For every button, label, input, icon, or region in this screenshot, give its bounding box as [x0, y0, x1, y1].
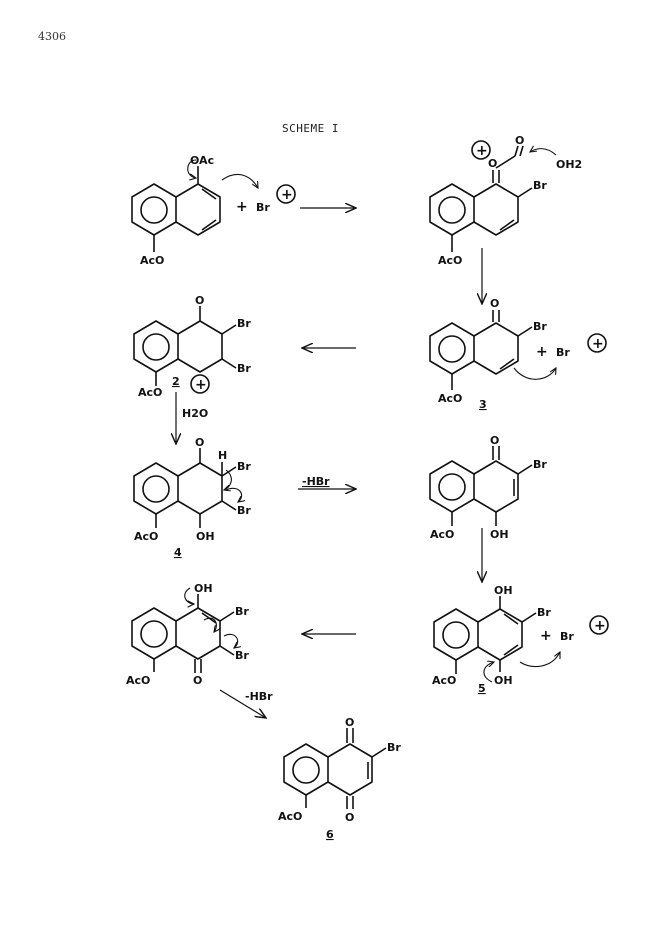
- label-br: Br: [387, 741, 401, 754]
- label-br: Br: [237, 317, 251, 330]
- structure-9: O Br AcO O 6: [278, 716, 401, 841]
- label-o: O: [345, 716, 354, 729]
- label-bromine: Br: [560, 630, 574, 643]
- label-oac: OAc: [190, 154, 214, 167]
- label-aco: AcO: [126, 674, 150, 687]
- label-br: Br: [237, 362, 251, 375]
- svg-text:O: O: [515, 134, 524, 147]
- structure-3: O Br AcO + Br + 3: [429, 297, 607, 411]
- label-o: O: [195, 294, 204, 307]
- label-br: Br: [533, 458, 547, 471]
- label-bromine: Br: [256, 201, 270, 214]
- label-br: Br: [237, 460, 251, 473]
- label-oh: OH: [490, 528, 509, 541]
- compound-number: 2: [172, 375, 180, 388]
- label-oh2: OH2: [556, 158, 582, 171]
- scheme-title: SCHEME I: [282, 122, 339, 135]
- structure-8: OH Br Br AcO O: [126, 582, 249, 687]
- label-aco: AcO: [438, 392, 462, 405]
- label-oh: OH: [194, 582, 213, 595]
- structure-6: O Br AcO OH: [429, 434, 547, 541]
- label-oh: OH: [494, 674, 513, 687]
- label-br: Br: [537, 606, 551, 619]
- label-o: O: [490, 297, 499, 310]
- arrow-diagonal: [219, 689, 266, 718]
- label-aco: AcO: [432, 674, 456, 687]
- label-br: Br: [235, 649, 249, 662]
- label-aco: AcO: [438, 254, 462, 267]
- compound-number: 6: [326, 828, 334, 841]
- label-br: Br: [237, 504, 251, 517]
- label-aco: AcO: [140, 254, 164, 267]
- label-o: O: [488, 157, 497, 170]
- svg-text:+: +: [540, 628, 552, 644]
- label-aco: AcO: [138, 386, 162, 399]
- reagent-h2o: H2O: [182, 407, 208, 420]
- label-aco: AcO: [134, 530, 158, 543]
- label-o: O: [345, 811, 354, 824]
- label-h: H: [218, 449, 227, 462]
- charge-plus: +: [592, 336, 604, 352]
- label-br: Br: [235, 605, 249, 618]
- svg-text:+: +: [536, 344, 548, 360]
- label-oh: OH: [494, 584, 513, 597]
- label-oh: OH: [196, 530, 215, 543]
- label-aco: AcO: [278, 810, 302, 823]
- label-bromine: Br: [556, 346, 570, 359]
- structure-2: O O Br AcO OH2 +: [429, 134, 582, 267]
- charge-plus: +: [476, 143, 488, 159]
- label-o: O: [195, 436, 204, 449]
- charge-plus: +: [594, 618, 606, 634]
- label-aco: AcO: [430, 528, 454, 541]
- compound-number: 5: [478, 682, 486, 695]
- label-br: Br: [533, 179, 547, 192]
- svg-text:+: +: [236, 199, 248, 215]
- charge-plus: +: [195, 377, 207, 393]
- reagent-minus-hbr: -HBr: [302, 475, 330, 488]
- reagent-minus-hbr: -HBr: [245, 690, 273, 703]
- compound-number: 4: [174, 546, 182, 559]
- label-br: Br: [533, 320, 547, 333]
- label-o: O: [193, 674, 202, 687]
- label-o: O: [490, 434, 499, 447]
- structure-1: OAc AcO + Br +: [131, 154, 296, 267]
- compound-number: 3: [479, 398, 487, 411]
- structure-5: O H Br Br AcO OH 4: [133, 436, 251, 559]
- page-number: 4306: [38, 30, 66, 43]
- structure-7: OH Br AcO OH + Br + 5: [432, 584, 609, 695]
- structure-4: O Br Br AcO 2 +: [133, 294, 251, 399]
- charge-plus: +: [281, 187, 293, 203]
